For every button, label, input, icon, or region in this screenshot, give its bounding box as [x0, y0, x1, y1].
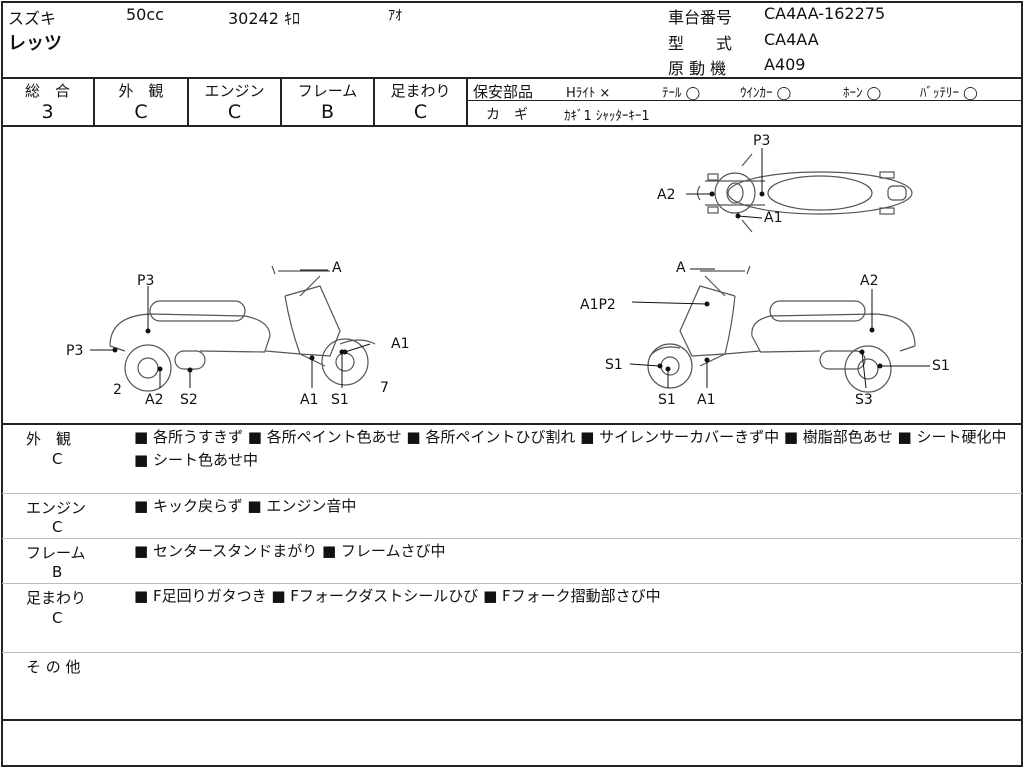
score-engine-label: エンジン [204, 82, 265, 100]
scooter-top-view [696, 153, 913, 233]
comment-suspension-grade: C [52, 609, 63, 627]
engine-value: A409 [764, 55, 806, 74]
comment-suspension-text: ■ F足回りガタつき ■ Fフォークダストシールひび ■ Fフォーク摺動部さび中 [134, 587, 661, 605]
comment-other-label: そ の 他 [26, 658, 81, 676]
label-left-s2: S2 [180, 392, 198, 408]
divider [467, 100, 1022, 101]
label-left-p3-rear: P3 [66, 343, 83, 359]
label-right-a: A [676, 260, 686, 276]
type-label: 型 式 [668, 34, 733, 53]
divider [2, 125, 1022, 127]
mileage: 30242 ｷﾛ [228, 9, 300, 28]
score-frame-label: フレーム [297, 82, 358, 100]
comment-frame-grade: B [52, 563, 63, 581]
score-exterior-label: 外 観 [118, 82, 164, 100]
score-overall-label: 総 合 [24, 82, 70, 100]
score-suspension-value: C [413, 101, 428, 123]
label-right-s1-front: S1 [605, 357, 623, 373]
label-left-a2: A2 [145, 392, 163, 408]
label-right-a1: A1 [697, 392, 715, 408]
label-left-a1: A1 [300, 392, 318, 408]
divider [373, 78, 375, 126]
engine-label: 原 動 機 [668, 59, 727, 78]
maker: スズキ [8, 9, 57, 28]
comment-frame-label: フレーム [26, 544, 86, 562]
divider [2, 538, 1022, 539]
color: ｱｵ [388, 8, 402, 24]
comment-engine-grade: C [52, 518, 63, 536]
displacement: 50cc [126, 5, 164, 24]
label-left-a: A [332, 260, 342, 276]
comment-frame-text: ■ センタースタンドまがり ■ フレームさび中 [134, 542, 446, 560]
key-label: カ ギ [486, 107, 528, 123]
key-value: ｶｷﾞ1 ｼｬｯﾀｰｷｰ1 [564, 109, 650, 124]
divider [2, 423, 1022, 425]
comment-exterior-grade: C [52, 450, 63, 468]
divider [2, 583, 1022, 584]
divider [280, 78, 282, 126]
divider [2, 719, 1022, 721]
label-right-s1: S1 [658, 392, 676, 408]
score-frame-value: B [320, 101, 335, 123]
divider [2, 652, 1022, 653]
safety-headlight: Hﾗｲﾄ × [566, 86, 611, 101]
divider [2, 77, 1022, 79]
type-value: CA4AA [764, 30, 819, 49]
label-left-7: 7 [380, 380, 389, 396]
comment-suspension-label: 足まわり [26, 589, 87, 607]
score-suspension-label: 足まわり [390, 82, 451, 100]
score-exterior-value: C [134, 101, 148, 123]
score-engine-value: C [227, 101, 242, 123]
divider [93, 78, 95, 126]
label-right-s1-rear: S1 [932, 358, 950, 374]
comment-exterior-label: 外 観 [26, 430, 72, 448]
comment-engine-label: エンジン [26, 499, 87, 517]
label-right-s3: S3 [855, 392, 873, 408]
model: レッツ [8, 33, 62, 54]
safety-winker: ｳｲﾝｶｰ ◯ [740, 86, 792, 101]
label-left-a1-front: A1 [391, 336, 409, 352]
label-top-p3: P3 [753, 133, 770, 149]
safety-horn: ﾎｰﾝ ◯ [843, 86, 882, 101]
comment-engine-text: ■ キック戻らず ■ エンジン音中 [134, 497, 357, 515]
divider [187, 78, 189, 126]
label-top-a2: A2 [657, 187, 675, 203]
safety-tail: ﾃｰﾙ ◯ [662, 86, 701, 101]
scooter-right-view [647, 265, 916, 393]
frame-no: CA4AA-162275 [764, 4, 886, 23]
scooter-left-view [109, 265, 376, 392]
safety-label: 保安部品 [473, 83, 534, 101]
label-left-2: 2 [113, 382, 122, 398]
label-top-a1: A1 [764, 210, 782, 226]
divider [466, 78, 468, 126]
safety-battery: ﾊﾞｯﾃﾘｰ ◯ [920, 86, 978, 101]
frame-no-label: 車台番号 [668, 8, 733, 27]
score-overall-value: 3 [41, 101, 54, 123]
label-right-a2: A2 [860, 273, 878, 289]
divider [2, 493, 1022, 494]
damage-diagram: P3 A2 A1 A P3 P3 A1 2 7 A2 S2 A1 S1 A A2… [66, 133, 950, 408]
label-right-a1p2: A1P2 [580, 297, 616, 313]
comment-exterior-text: ■ 各所うすきず ■ 各所ペイント色あせ ■ 各所ペイントひび割れ ■ サイレン… [134, 428, 1007, 469]
leader-lines [90, 148, 930, 389]
label-left-p3-seat: P3 [137, 273, 154, 289]
label-left-s1: S1 [331, 392, 349, 408]
